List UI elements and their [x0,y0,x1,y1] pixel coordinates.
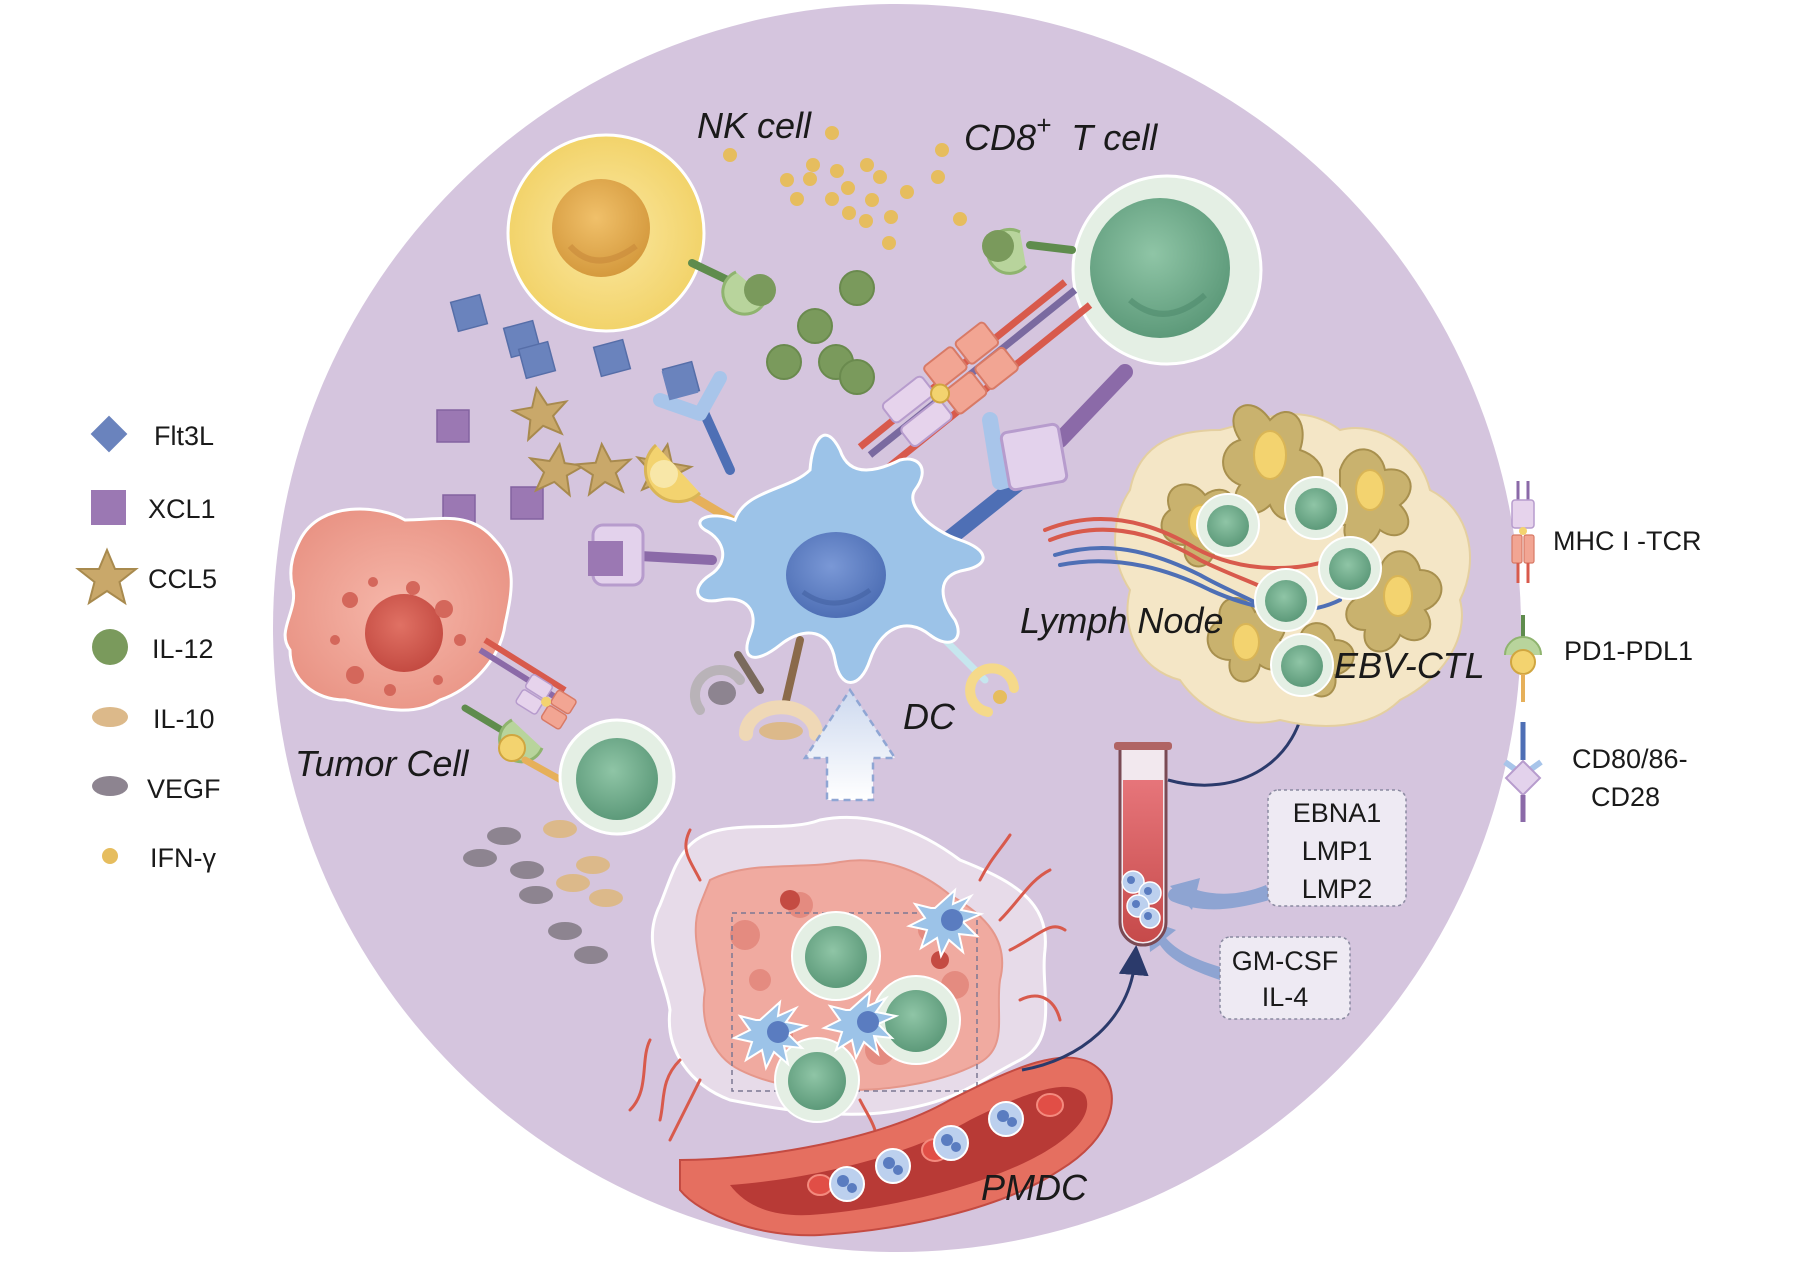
cd8-t-cell [982,174,1263,448]
test-tube [1114,742,1172,947]
antigen-ebna1: EBNA1 [1293,798,1382,828]
legend-label-ccl5: CCL5 [148,564,217,594]
cytokine-il-4: IL-4 [1262,982,1309,1012]
mhc-tcr-icon [1511,481,1535,583]
feed-arrow-cytokine [1148,920,1224,980]
blood-vessel [679,1056,1113,1237]
ifn-gamma-dots [723,126,967,250]
feed-arrow-antigen [1170,878,1270,910]
legend-item-xcl1: XCL1 [91,490,216,525]
cd8-label-sup: + [1036,110,1051,140]
legend-item-vegf: VEGF [92,774,221,804]
tumor-cell-label: Tumor Cell [295,743,469,784]
legend-label-il-12: IL-12 [152,634,214,664]
legend-label-cd80-line2: CD28 [1591,782,1660,812]
pd1-pdl1-icon [1504,615,1542,702]
circle-icon [92,629,128,665]
legend-label-mhc-tcr: MHC I -TCR [1553,526,1701,556]
legend-item-cd80-cd28: CD80/86- CD28 [1503,722,1688,822]
dendritic-cell [588,363,1069,741]
xcl1-squares [436,409,544,528]
lymph-node [1043,404,1471,727]
legend-item-il-12: IL-12 [92,629,214,665]
cd8-label-suffix: T cell [1071,117,1158,158]
arrow-vessel-to-tube [1021,945,1149,1072]
dc-label: DC [903,696,956,737]
legend-label-vegf: VEGF [147,774,221,804]
pmdc-label: PMDC [981,1167,1088,1208]
cytokine-box: GM-CSF IL-4 [1219,936,1351,1020]
ellipse-icon [92,776,128,796]
legend-item-ccl5: CCL5 [75,547,217,606]
square-icon [91,490,126,525]
dot-icon [102,848,118,864]
nk-cell [506,133,776,333]
tumor-tissue [628,815,1067,1152]
ellipse-icon [92,707,128,727]
legend-item-ifn-gamma: IFN-γ [102,843,216,873]
antigen-box: EBNA1 LMP1 LMP2 [1267,789,1407,907]
diamond-icon [90,415,128,453]
cd80-cd28-icon [1503,722,1543,822]
star-icon [75,547,139,606]
legend-label-xcl1: XCL1 [148,494,216,524]
legend-left: Flt3L XCL1 CCL5 IL-12 IL-10 VEGF IFN-γ [75,415,221,873]
legend-label-flt3l: Flt3L [154,421,214,451]
upward-arrow [802,687,898,802]
cd8-t-cell-label: CD8+ T cell [964,110,1158,158]
legend-item-il-10: IL-10 [92,704,215,734]
il-12-circles [766,270,875,395]
legend-label-cd80-line1: CD80/86- [1572,744,1688,774]
il10-vegf-ellipses [463,820,623,964]
legend-label-ifn-gamma: IFN-γ [150,843,216,873]
cytokine-gm-csf: GM-CSF [1232,946,1338,976]
legend-item-pd1-pdl1: PD1-PDL1 [1504,615,1693,702]
legend-item-mhc-tcr: MHC I -TCR [1511,481,1701,583]
cd8-label-prefix: CD8 [964,117,1036,158]
legend-label-pd1-pdl1: PD1-PDL1 [1564,636,1693,666]
mhc-tcr-complex [857,279,1093,473]
antigen-lmp1: LMP1 [1302,836,1373,866]
nk-cell-label: NK cell [697,105,812,146]
legend-item-flt3l: Flt3L [90,415,214,453]
antigen-lmp2: LMP2 [1302,874,1373,904]
t-cell-near-tumor [558,718,676,836]
tumor-cell [283,507,577,789]
legend-label-il-10: IL-10 [153,704,215,734]
legend-right: MHC I -TCR PD1-PDL1 CD80/86- CD28 [1503,481,1701,822]
lymph-node-label: Lymph Node [1020,600,1223,641]
ebv-ctl-label: EBV-CTL [1334,645,1485,686]
